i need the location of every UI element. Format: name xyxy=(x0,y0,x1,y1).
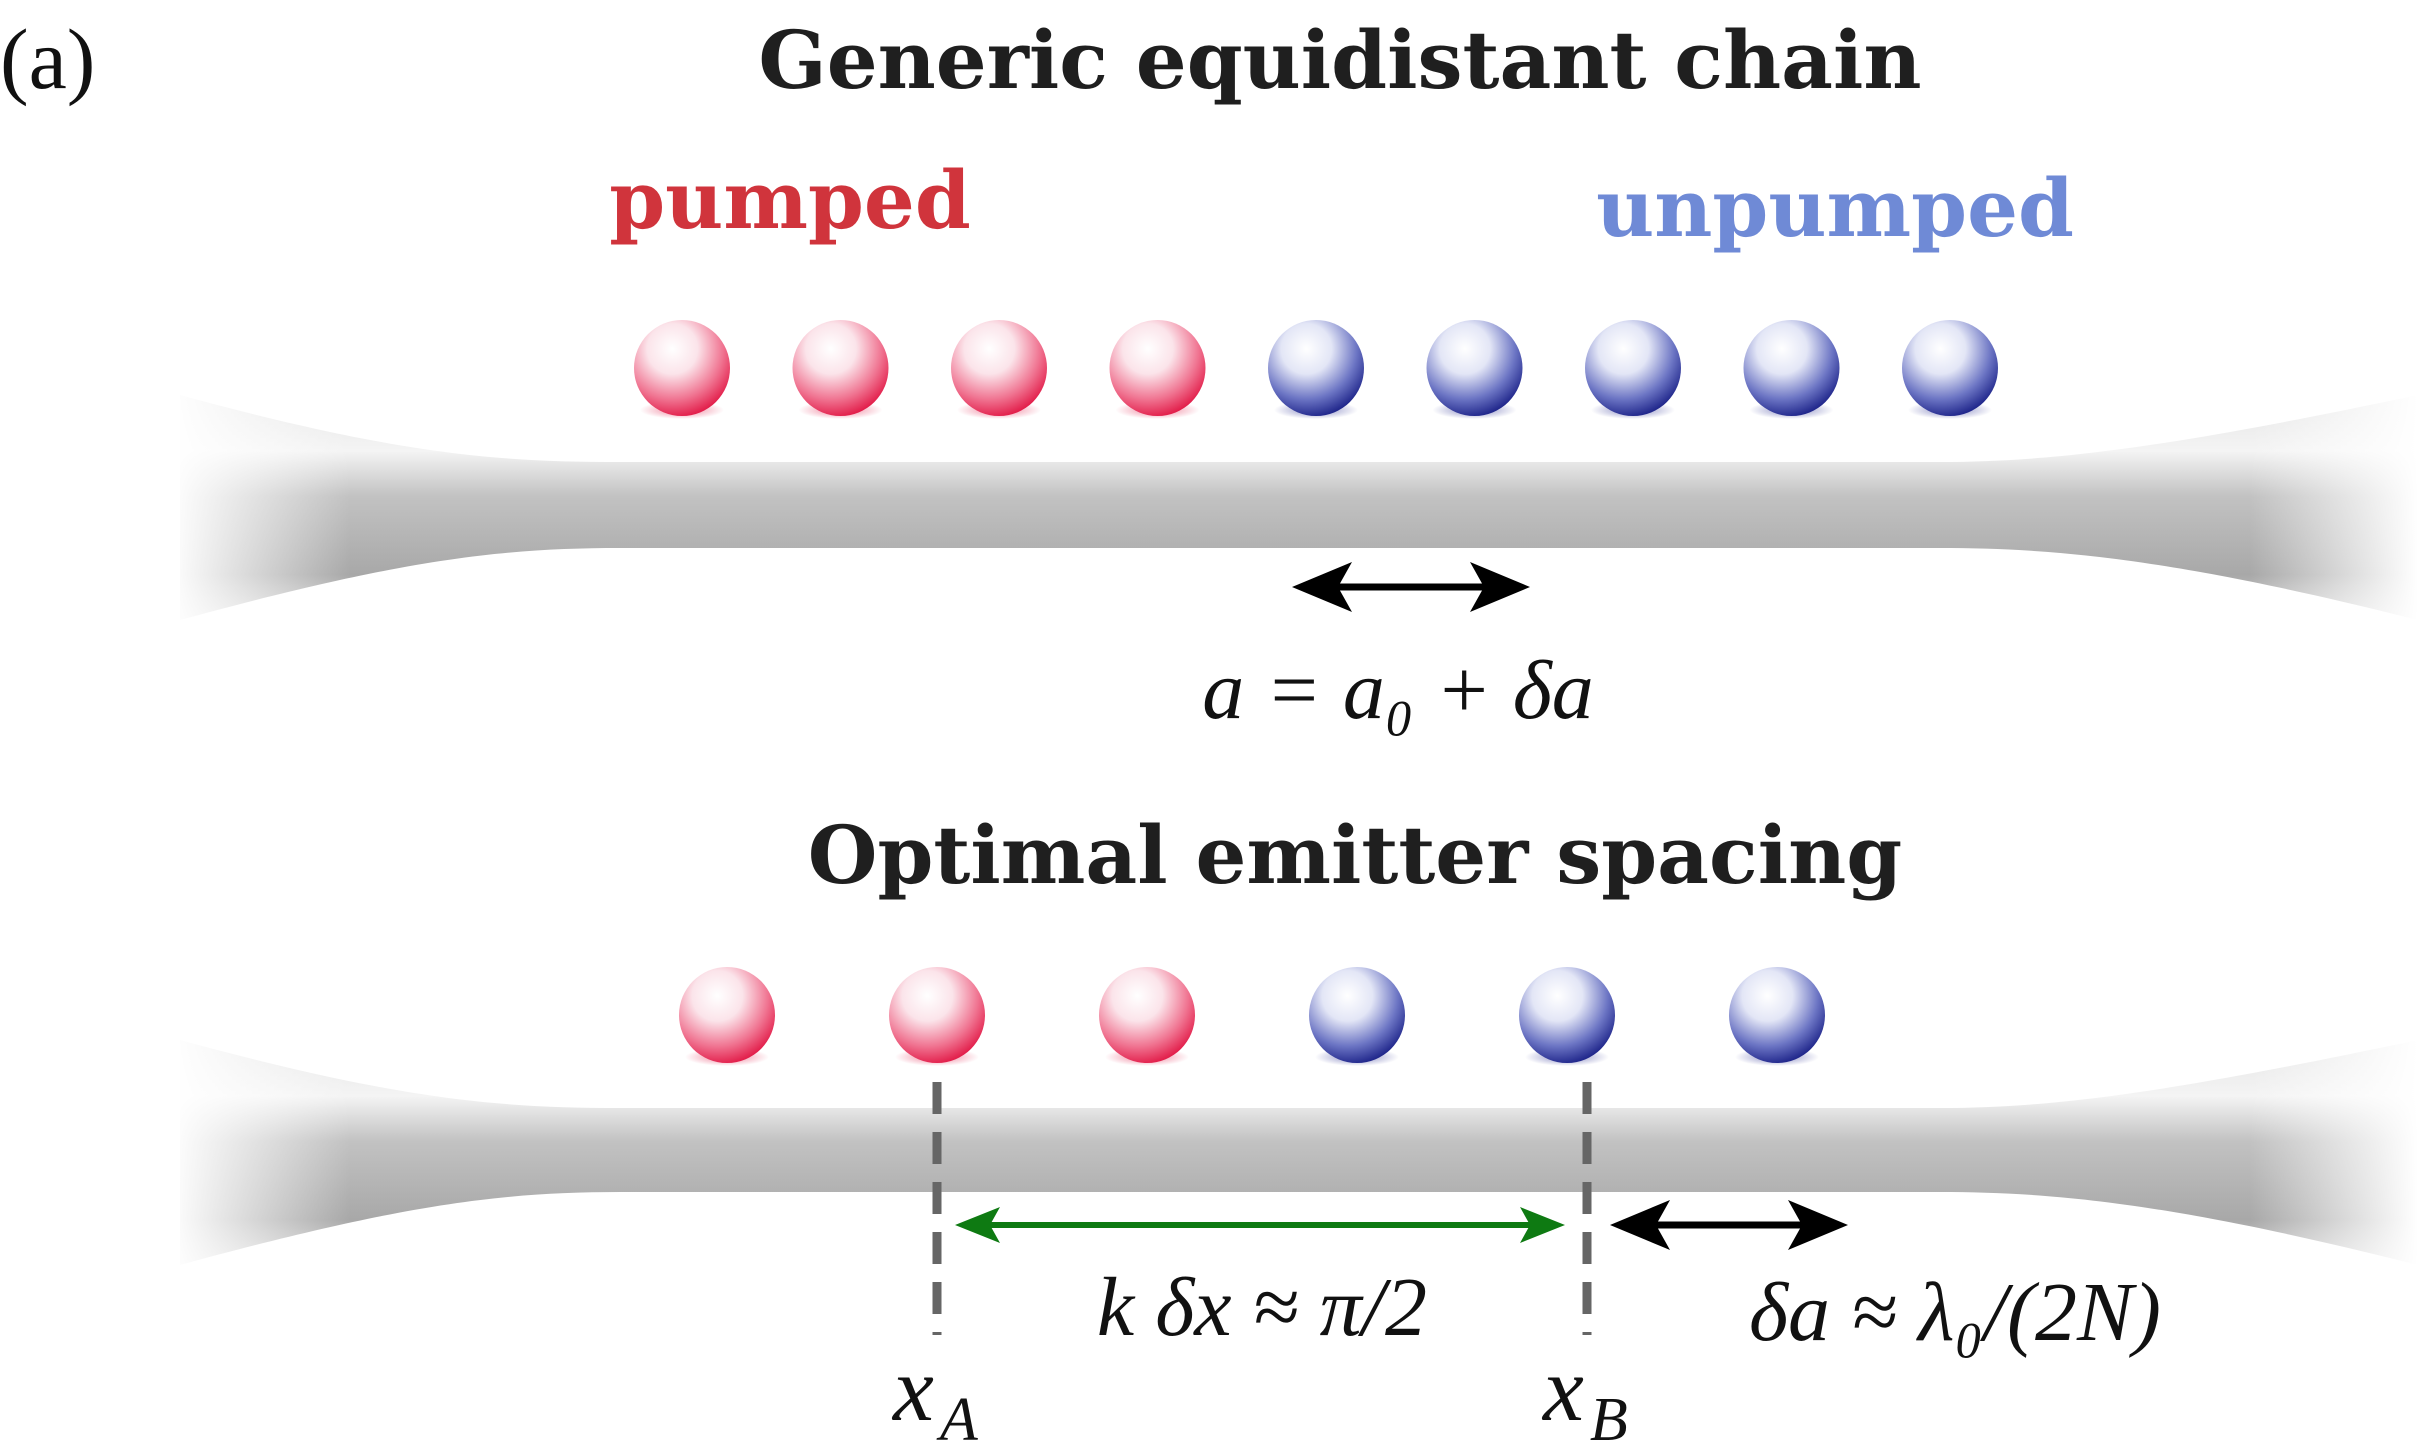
top-emitter-chain xyxy=(634,320,1998,419)
top-pumped-emitter xyxy=(1109,320,1206,416)
top-unpumped-emitter xyxy=(1426,320,1523,416)
phase-label: k δx ≈ π/2 xyxy=(1097,1261,1427,1354)
top-title: Generic equidistant chain xyxy=(758,13,1921,107)
top-spacing-arrow xyxy=(1292,562,1530,612)
top-fiber xyxy=(170,380,2418,640)
top-pumped-emitter xyxy=(792,320,889,416)
bottom-title: Optimal emitter spacing xyxy=(808,808,1902,902)
bottom-unpumped-emitter xyxy=(1519,967,1615,1063)
bottom-unpumped-emitter xyxy=(1729,967,1825,1063)
top-unpumped-emitter xyxy=(1268,320,1364,416)
bottom-pumped-emitter xyxy=(889,967,985,1063)
bottom-unpumped-emitter xyxy=(1309,967,1405,1063)
top-unpumped-emitter xyxy=(1743,320,1840,416)
bottom-fiber xyxy=(170,1025,2418,1285)
top-pumped-emitter xyxy=(634,320,730,416)
spacing-label: a = a₀ + δa xyxy=(1202,644,1594,737)
top-unpumped-emitter xyxy=(1902,320,1998,416)
xB-label: xB xyxy=(1541,1338,1628,1450)
panel-label: (a) xyxy=(0,11,95,107)
bottom-pumped-emitter xyxy=(1099,967,1195,1063)
top-unpumped-emitter xyxy=(1585,320,1681,416)
pumped-label: pumped xyxy=(609,153,971,247)
bottom-pumped-emitter xyxy=(679,967,775,1063)
unpumped-label: unpumped xyxy=(1596,161,2074,255)
phase-arrow xyxy=(955,1207,1565,1243)
xA-label: xA xyxy=(891,1338,979,1450)
top-pumped-emitter xyxy=(951,320,1047,416)
shift-arrow xyxy=(1610,1200,1848,1250)
bottom-emitter-chain xyxy=(679,967,1825,1066)
shift-label: δa ≈ λ₀/(2N) xyxy=(1749,1266,2161,1359)
